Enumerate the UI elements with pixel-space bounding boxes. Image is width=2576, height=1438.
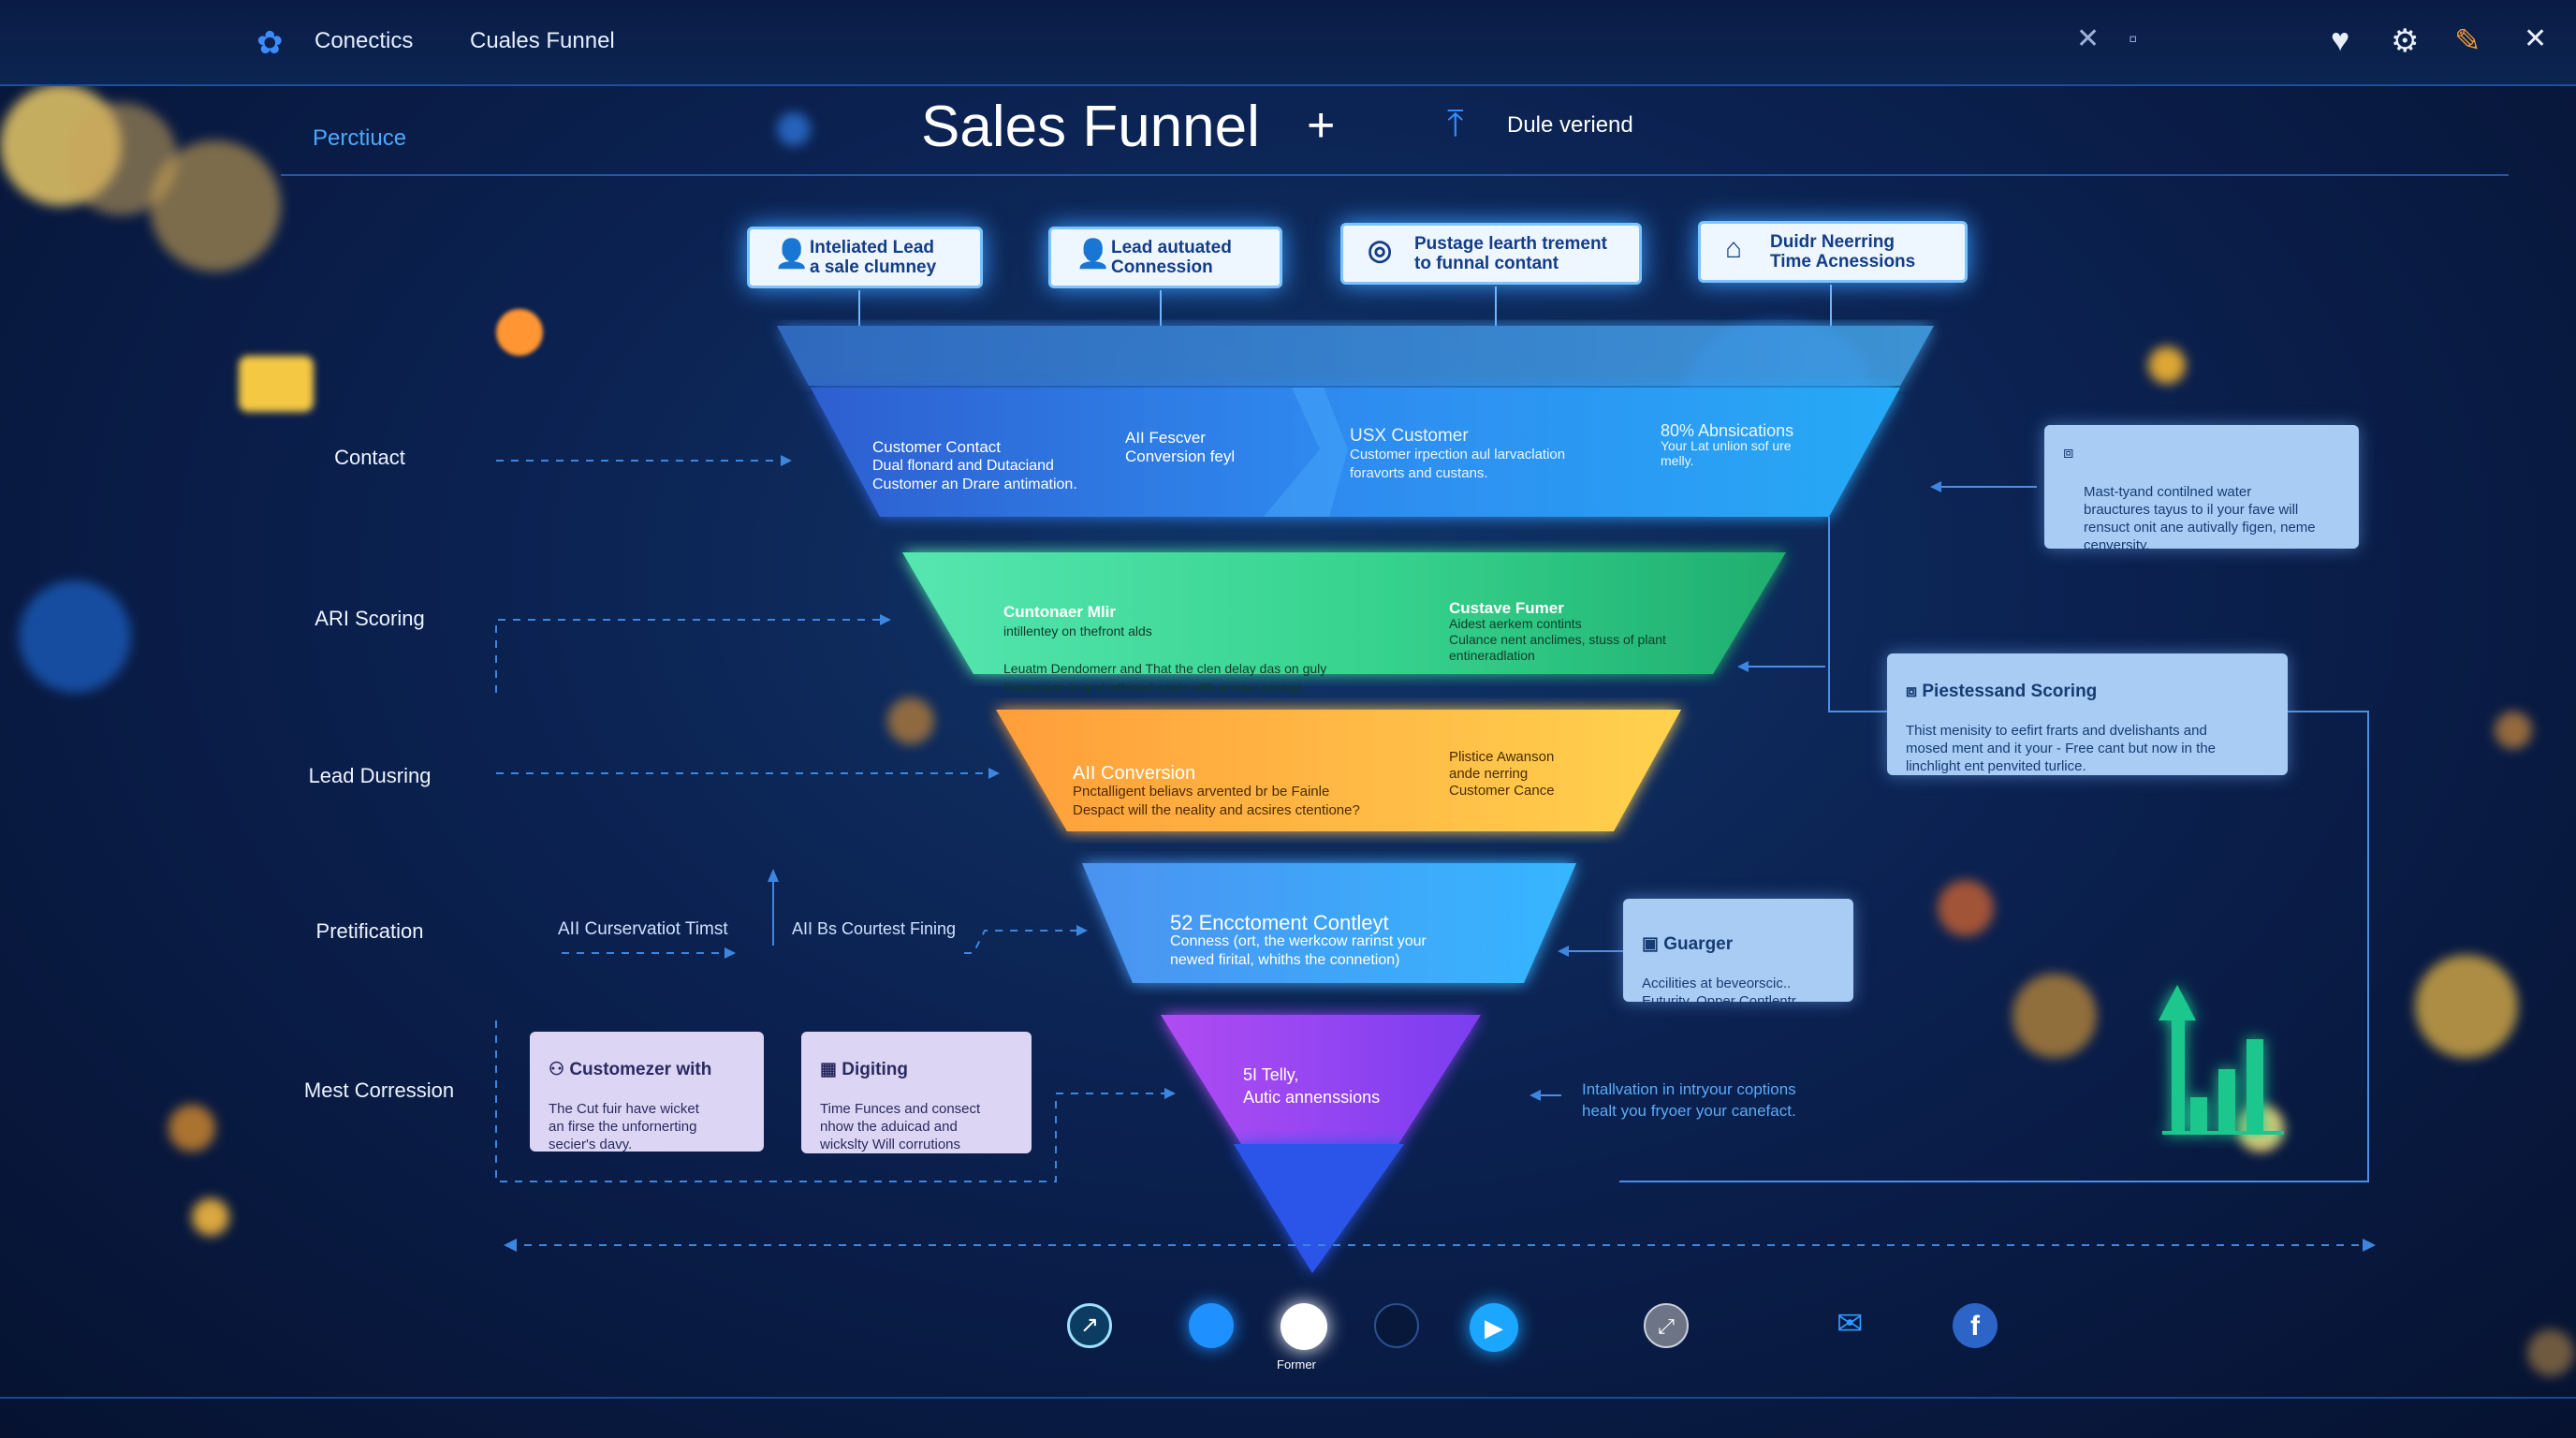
heart-icon[interactable]: ♥ bbox=[2331, 22, 2350, 58]
funnel-tip bbox=[1234, 1144, 1404, 1273]
page-title: Sales Funnel bbox=[921, 95, 1260, 159]
funnel-segment-final bbox=[1161, 1015, 1481, 1144]
callout-right-3[interactable]: ▣ Guarger Accilities at beveorscic.. Eut… bbox=[1623, 899, 1853, 1009]
growth-chart-icon bbox=[2159, 985, 2284, 1135]
chart-icon: ⧈ bbox=[1906, 682, 1923, 701]
chart-icon: ⧈ bbox=[2063, 443, 2074, 462]
maximize-icon[interactable]: ▫ bbox=[2129, 24, 2138, 52]
left-label-contact: Contact bbox=[334, 446, 405, 469]
callout-lilac-2[interactable]: ▦ Digiting Time Funces and consect nhow … bbox=[801, 1032, 1032, 1153]
left-label-pretification: Pretification bbox=[315, 919, 424, 943]
add-button[interactable]: + bbox=[1307, 98, 1336, 153]
grid-icon: ▦ bbox=[820, 1060, 842, 1079]
stage-box-3[interactable]: ◎Pustage learth trement to funnal contan… bbox=[1340, 223, 1642, 285]
funnel-top-rim bbox=[777, 326, 1934, 386]
callout-right-1[interactable]: ⧈ Mast-tyand contilned water brauctures … bbox=[2044, 425, 2359, 553]
stage-box-4[interactable]: ⌂Duidr Neerring Time Acnessions bbox=[1698, 221, 1968, 283]
seg1-text-b: AII Fescver Conversion feyl bbox=[1125, 429, 1236, 465]
footer-divider bbox=[0, 1397, 2576, 1399]
sidebar-label[interactable]: Perctiuce bbox=[313, 125, 407, 151]
header-divider bbox=[281, 174, 2509, 176]
top-bar: ✿ Conectics Cuales Funnel ✕ ▫ ♥ ⚙ ✎ ✕ bbox=[0, 0, 2576, 86]
left-label-ari-scoring: ARI Scoring bbox=[315, 607, 425, 630]
tab-conectics[interactable]: Conectics bbox=[315, 28, 414, 53]
left-label-lead-dusring: Lead Dusring bbox=[308, 764, 432, 787]
tab-cuales-funnel[interactable]: Cuales Funnel bbox=[470, 28, 615, 53]
dot-outline-icon[interactable] bbox=[1374, 1303, 1419, 1348]
home-icon: ⌂ bbox=[1725, 233, 1743, 264]
active-nav-label: Former bbox=[1277, 1357, 1316, 1372]
facebook-icon[interactable]: f bbox=[1953, 1303, 1998, 1348]
dot-white-icon[interactable] bbox=[1281, 1303, 1327, 1350]
target-icon: ◎ bbox=[1368, 235, 1393, 266]
funnel-segment-contact bbox=[811, 388, 1900, 517]
edit-icon[interactable]: ✎ bbox=[2454, 23, 2481, 59]
stage-box-2[interactable]: 👤Lead autuated Connession bbox=[1048, 227, 1282, 288]
arrow-heads bbox=[504, 455, 2376, 1252]
play-icon[interactable]: ▶ bbox=[1470, 1303, 1518, 1352]
upload-icon[interactable]: ⤒ bbox=[1447, 103, 1464, 144]
image-icon: ▣ bbox=[1642, 934, 1664, 954]
stage-box-1[interactable]: 👤Inteliated Lead a sale clumney bbox=[747, 227, 983, 288]
close-icon[interactable]: ✕ bbox=[2076, 23, 2100, 54]
user-icon: 👤 bbox=[1076, 239, 1111, 270]
analytics-icon[interactable]: ↗ bbox=[1067, 1303, 1112, 1348]
flow-text-intallvation: Intallvation in intryour coptions healt … bbox=[1582, 1080, 1796, 1120]
seg3-text-b: Plistice Awanson ande nerring Customer C… bbox=[1449, 749, 1555, 799]
seg2-inline-a: intillentey on thefront alds bbox=[1003, 624, 1152, 638]
callout-lilac-1[interactable]: ⚇ Customezer with The Cut fuir have wick… bbox=[530, 1032, 764, 1152]
callout-right-2[interactable]: ⧈ Piestessand Scoring Thist menisity to … bbox=[1887, 653, 2288, 775]
funnel-segment-conversion bbox=[996, 710, 1681, 831]
dot-blue-icon[interactable] bbox=[1189, 1303, 1234, 1348]
message-icon[interactable]: ✉ bbox=[1837, 1306, 1864, 1342]
settings-icon[interactable]: ⚙ bbox=[2391, 23, 2420, 59]
flow-text-courtest: AII Bs Courtest Fining bbox=[792, 919, 957, 938]
close-window-icon[interactable]: ✕ bbox=[2524, 23, 2548, 54]
action-label[interactable]: Dule veriend bbox=[1507, 112, 1633, 138]
seg2-title-a: Cuntonaer Mlir bbox=[1003, 603, 1116, 621]
funnel-segment-engagement bbox=[1082, 863, 1576, 983]
gear-icon[interactable]: ✿ bbox=[256, 25, 284, 61]
user-icon: 👤 bbox=[774, 239, 810, 270]
seg2-text-a: Cuntonaer Mlir intillentey on thefront a… bbox=[1003, 603, 1327, 695]
flow-lines bbox=[495, 460, 2368, 1246]
people-icon: ⚇ bbox=[549, 1060, 570, 1079]
funnel-segment-scoring bbox=[902, 552, 1786, 674]
flow-text-curservation: AII Curservatiot Timst bbox=[558, 919, 728, 939]
funnel-divider bbox=[1264, 388, 1348, 517]
share-icon[interactable]: ⤢ bbox=[1644, 1303, 1689, 1348]
seg5-text: 5I Telly, Autic annenssions bbox=[1243, 1065, 1381, 1107]
left-label-mest-corression: Mest Corression bbox=[303, 1078, 455, 1102]
stage-connectors bbox=[858, 285, 1832, 326]
